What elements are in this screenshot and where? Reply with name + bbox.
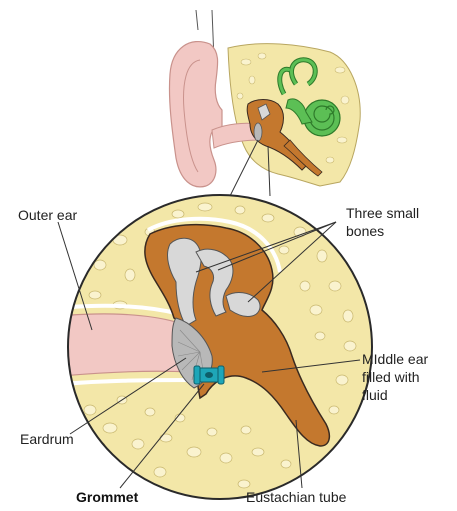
pinna [169,42,222,187]
label-middle-ear-3: fluid [362,387,388,403]
label-outer-ear: Outer ear [18,207,77,223]
ear-canal [40,314,190,378]
grommet [194,366,224,384]
ear-overview [169,10,360,196]
label-eustachian-tube: Eustachian tube [246,489,347,505]
eardrum-small [254,123,262,141]
label-middle-ear-1: MIddle ear [362,351,428,367]
label-three-small-bones-1: Three small [346,205,419,221]
label-grommet: Grommet [76,489,139,505]
label-three-small-bones-2: bones [346,223,384,239]
label-middle-ear-2: filled with [362,369,420,385]
magnified-view [40,195,372,499]
magnify-line-left [230,140,258,196]
label-eardrum: Eardrum [20,431,74,447]
